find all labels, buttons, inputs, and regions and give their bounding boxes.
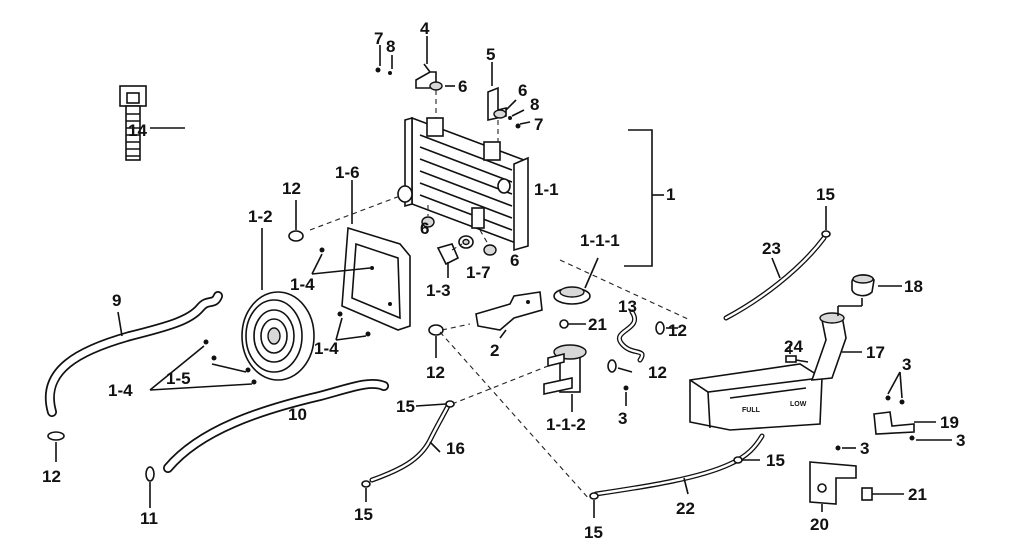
label-3b: 3 <box>902 355 911 374</box>
part-14-cable-tie <box>119 85 185 161</box>
label-3c: 3 <box>860 439 869 458</box>
part-fasteners-top <box>375 45 531 142</box>
label-1-7: 1-7 <box>466 263 491 282</box>
label-12b: 12 <box>42 467 61 486</box>
part-11-clamp <box>145 466 155 508</box>
label-15c: 15 <box>584 523 603 542</box>
label-5: 5 <box>486 45 495 64</box>
label-2: 2 <box>490 341 499 360</box>
label-1-3: 1-3 <box>426 281 451 300</box>
part-15-clamp-top <box>821 206 831 238</box>
part-12-clip-center <box>428 323 471 358</box>
part-1-1-radiator <box>397 116 529 252</box>
label-6a: 6 <box>458 77 467 96</box>
part-12-clip-top <box>288 200 304 242</box>
tank-full-mark: FULL <box>742 407 761 414</box>
label-3a: 3 <box>618 409 627 428</box>
label-12d: 12 <box>668 321 687 340</box>
label-23: 23 <box>762 239 781 258</box>
label-13: 13 <box>618 297 637 316</box>
part-2-bracket <box>475 291 543 339</box>
callout-labels: 7 8 4 6 5 6 8 7 1-1 1 1-1-1 1-6 1-2 12 1… <box>42 19 965 542</box>
label-16: 16 <box>446 439 465 458</box>
label-7a: 7 <box>374 29 383 48</box>
part-3-screws-right <box>835 371 952 451</box>
label-6c: 6 <box>420 219 429 238</box>
part-1-6-shroud <box>341 180 411 331</box>
label-8a: 8 <box>386 37 395 56</box>
label-12e: 12 <box>648 363 667 382</box>
label-8b: 8 <box>530 95 539 114</box>
part-12-clamps-right <box>607 321 678 373</box>
label-19: 19 <box>940 413 959 432</box>
part-21-bolt-lower <box>861 487 904 501</box>
label-9: 9 <box>112 291 121 310</box>
label-11: 11 <box>140 509 158 528</box>
part-20-bracket <box>809 461 857 512</box>
part-22-hose <box>593 433 765 497</box>
reservoir-tank: FULL LOW <box>689 363 823 431</box>
part-1-7-washer <box>458 235 474 249</box>
tank-low-mark: LOW <box>790 401 807 408</box>
part-1-3-sensor <box>436 243 463 278</box>
label-12c: 12 <box>426 363 445 382</box>
part-16-hose <box>369 403 451 483</box>
label-21a: 21 <box>588 315 607 334</box>
label-6b: 6 <box>518 81 527 100</box>
label-1-4a: 1-4 <box>290 275 315 294</box>
label-24: 24 <box>784 337 803 356</box>
label-1-1-1: 1-1-1 <box>580 231 620 250</box>
label-15a: 15 <box>396 397 415 416</box>
label-1-4b: 1-4 <box>314 339 339 358</box>
label-22: 22 <box>676 499 695 518</box>
label-17: 17 <box>866 343 885 362</box>
part-19-bracket <box>873 411 936 435</box>
label-1-1: 1-1 <box>534 180 559 199</box>
label-1-6: 1-6 <box>335 163 360 182</box>
label-14: 14 <box>128 121 147 140</box>
label-6d: 6 <box>510 251 519 270</box>
part-13-hose <box>617 309 645 363</box>
label-20: 20 <box>810 515 829 534</box>
label-1-1-2: 1-1-2 <box>546 415 586 434</box>
label-15b: 15 <box>354 505 373 524</box>
label-1-2: 1-2 <box>248 207 273 226</box>
label-21b: 21 <box>908 485 927 504</box>
label-4: 4 <box>420 19 430 38</box>
part-4-bracket <box>415 36 437 89</box>
part-24-bolt <box>785 344 809 363</box>
label-1: 1 <box>666 185 675 204</box>
part-17-filler-pipe <box>810 312 847 381</box>
label-15d: 15 <box>766 451 785 470</box>
label-18: 18 <box>904 277 923 296</box>
label-1-5: 1-5 <box>166 369 191 388</box>
label-12a: 12 <box>282 179 301 198</box>
part-9-hose <box>45 291 223 417</box>
part-1-1-2-filler-neck <box>543 344 587 412</box>
part-1-2-fan <box>241 228 315 381</box>
part-3-screw-middle <box>623 385 629 406</box>
part-21-bolt-upper <box>559 319 586 329</box>
part-18-cap <box>837 274 902 316</box>
label-15e: 15 <box>816 185 835 204</box>
part-15-clamps-bottom <box>589 456 760 518</box>
part-12-clamp-left <box>47 431 65 462</box>
label-1-4c: 1-4 <box>108 381 133 400</box>
part-1-4-bolts <box>311 247 371 341</box>
part-1-1-1-cap <box>553 257 599 305</box>
part-1-5-bolts <box>149 339 257 391</box>
label-7b: 7 <box>534 115 543 134</box>
label-10: 10 <box>288 405 307 424</box>
part-10-hose <box>163 378 389 473</box>
part-6-grommets-bottom <box>421 205 497 256</box>
part-23-hose <box>723 235 827 321</box>
label-3d: 3 <box>956 431 965 450</box>
callout-1-bracket <box>624 129 664 267</box>
